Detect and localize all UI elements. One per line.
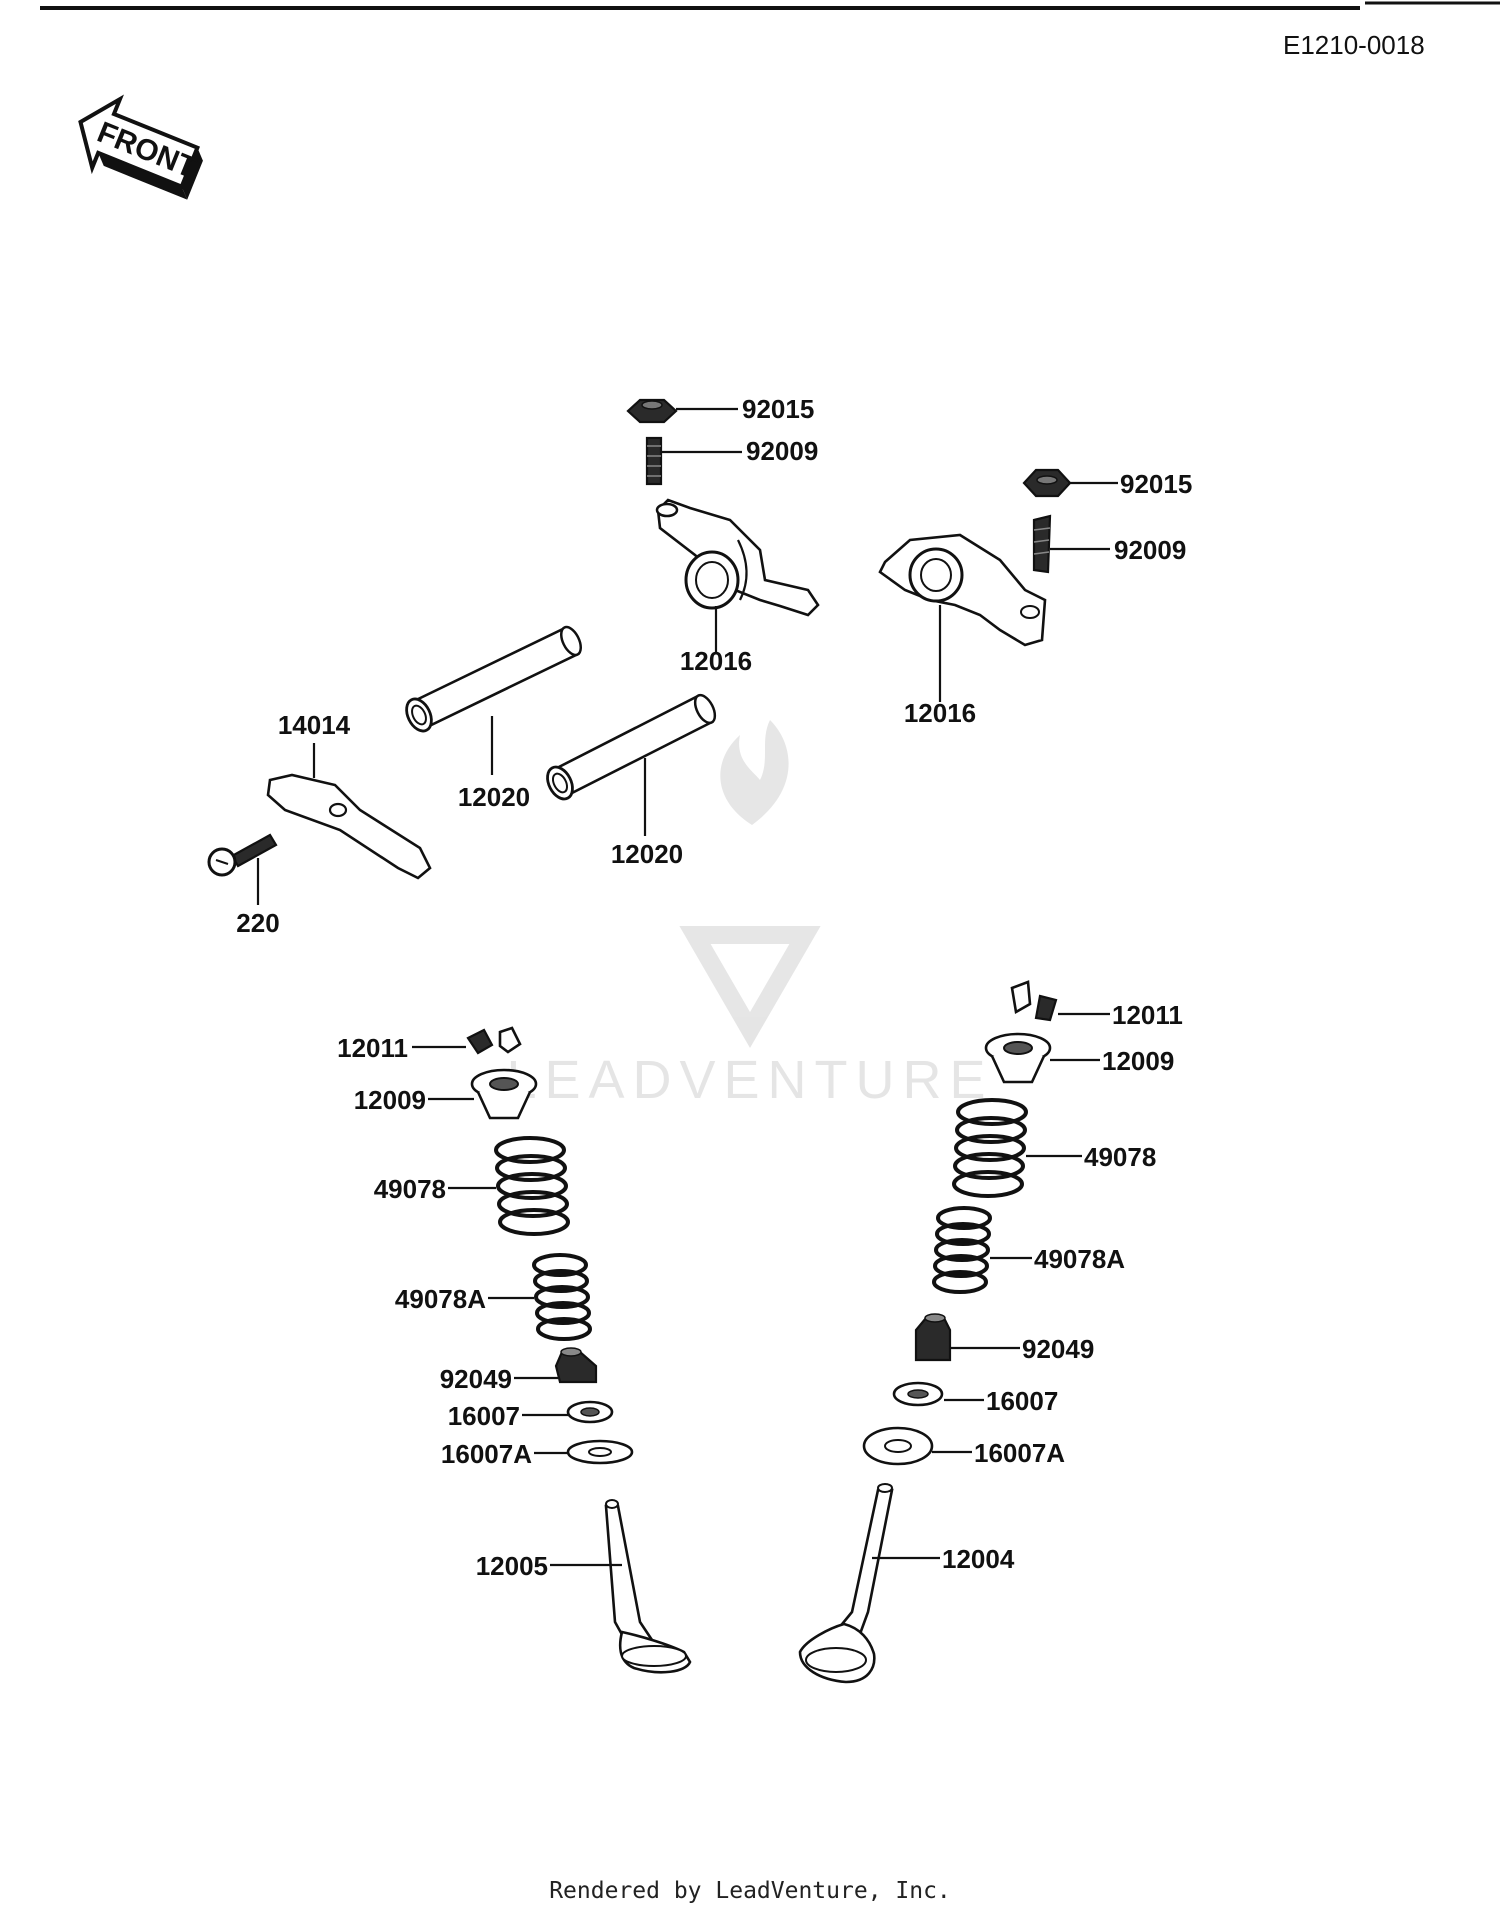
rocker-shaft-12020-left <box>405 625 582 733</box>
label-12009-right: 12009 <box>1102 1046 1174 1076</box>
label-12011-right: 12011 <box>1112 1000 1183 1030</box>
label-49078-right: 49078 <box>1084 1142 1156 1172</box>
nut-92015-right <box>1022 468 1072 498</box>
washer-16007A-left <box>566 1439 634 1465</box>
spring-49078-outer-left <box>494 1136 570 1236</box>
spring-49078A-inner-left <box>532 1253 592 1341</box>
label-49078A-right: 49078A <box>1034 1244 1125 1274</box>
stud-92009-center <box>645 436 663 486</box>
plate-14014 <box>266 773 432 880</box>
label-12011-left: 12011 <box>337 1033 408 1063</box>
watermark-text: LEADVENTURE <box>506 1050 993 1110</box>
rocker-arm-12016-center <box>655 498 820 617</box>
label-12005: 12005 <box>476 1551 548 1581</box>
valve-12004-intake <box>798 1483 894 1684</box>
label-14014: 14014 <box>278 710 351 740</box>
label-12009-left: 12009 <box>354 1085 426 1115</box>
keeper-12011-left <box>466 1026 522 1055</box>
label-16007A-right: 16007A <box>974 1438 1065 1468</box>
bolt-220 <box>207 833 278 877</box>
label-12004: 12004 <box>942 1544 1015 1574</box>
label-92009-center: 92009 <box>746 436 818 466</box>
label-12020-left: 12020 <box>458 782 530 812</box>
label-16007-right: 16007 <box>986 1386 1058 1416</box>
spring-49078-outer-right <box>952 1098 1028 1198</box>
stud-92009-right <box>1032 514 1052 574</box>
label-49078A-left: 49078A <box>395 1284 486 1314</box>
label-92049-left: 92049 <box>440 1364 512 1394</box>
label-12020-right: 12020 <box>611 839 683 869</box>
label-92015-center: 92015 <box>742 394 814 424</box>
spring-seat-16007-left <box>566 1400 614 1424</box>
rocker-shaft-12020-right <box>546 693 717 801</box>
diagram-code: E1210-0018 <box>1283 30 1425 60</box>
label-92015-right: 92015 <box>1120 469 1192 499</box>
retainer-12009-left <box>470 1068 538 1120</box>
footer-credit: Rendered by LeadVenture, Inc. <box>549 1878 951 1904</box>
valve-12005-exhaust <box>604 1499 692 1674</box>
label-12016-right: 12016 <box>904 698 976 728</box>
nut-92015-center <box>626 398 678 424</box>
washer-16007A-right <box>862 1426 934 1466</box>
label-16007A-left: 16007A <box>441 1439 532 1469</box>
label-92049-right: 92049 <box>1022 1334 1094 1364</box>
label-12016-center: 12016 <box>680 646 752 676</box>
watermark: LEADVENTURE <box>506 720 993 1110</box>
spring-49078A-inner-right <box>932 1206 992 1294</box>
label-16007-left: 16007 <box>448 1401 520 1431</box>
valve-seal-92049-left <box>554 1347 598 1384</box>
spring-seat-16007-right <box>892 1381 944 1407</box>
retainer-12009-right <box>984 1032 1052 1084</box>
rocker-arm-12016-right <box>878 533 1047 647</box>
label-49078-left: 49078 <box>374 1174 446 1204</box>
label-220: 220 <box>236 908 279 938</box>
label-92009-right: 92009 <box>1114 535 1186 565</box>
valve-seal-92049-right <box>914 1313 952 1362</box>
front-arrow-icon: FRONT <box>78 94 203 200</box>
keeper-12011-right <box>1010 980 1058 1022</box>
